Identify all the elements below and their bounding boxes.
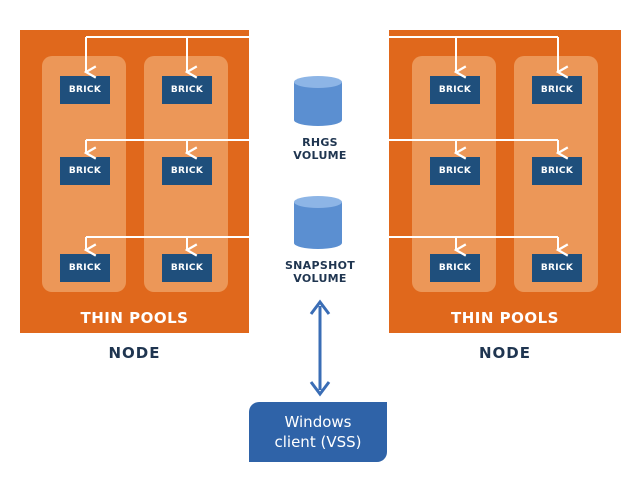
windows-client-box: Windows client (VSS) — [249, 402, 387, 462]
right-brick-4: BRICK — [532, 157, 582, 185]
right-brick-5: BRICK — [430, 254, 480, 282]
snapshot-volume-label: SNAPSHOT VOLUME — [270, 259, 370, 285]
left-thin-pools-label: THIN POOLS — [80, 309, 189, 327]
left-brick-5: BRICK — [60, 254, 110, 282]
rhgs-volume-label: RHGS VOLUME — [270, 136, 370, 162]
right-brick-1: BRICK — [430, 76, 480, 104]
left-connectors — [83, 36, 249, 257]
left-brick-1: BRICK — [60, 76, 110, 104]
right-thin-pools-label: THIN POOLS — [450, 309, 559, 327]
bidirectional-arrow-icon — [309, 299, 331, 397]
left-brick-4: BRICK — [162, 157, 212, 185]
left-brick-6: BRICK — [162, 254, 212, 282]
rhgs-volume-line2: VOLUME — [293, 149, 347, 162]
snapshot-volume-line2: VOLUME — [293, 272, 347, 285]
right-brick-6: BRICK — [532, 254, 582, 282]
snapshot-volume-cylinder-icon — [294, 196, 342, 249]
snapshot-volume-line1: SNAPSHOT — [284, 259, 356, 272]
left-node-label: NODE — [108, 344, 161, 362]
left-brick-2: BRICK — [162, 76, 212, 104]
right-connectors — [389, 36, 569, 257]
left-brick-3: BRICK — [60, 157, 110, 185]
right-node-label: NODE — [478, 344, 531, 362]
rhgs-volume-line1: RHGS — [302, 136, 338, 149]
client-line1: Windows — [284, 413, 352, 431]
right-brick-2: BRICK — [532, 76, 582, 104]
rhgs-volume-cylinder-icon — [294, 76, 342, 126]
client-line2: client (VSS) — [274, 433, 362, 451]
right-brick-3: BRICK — [430, 157, 480, 185]
